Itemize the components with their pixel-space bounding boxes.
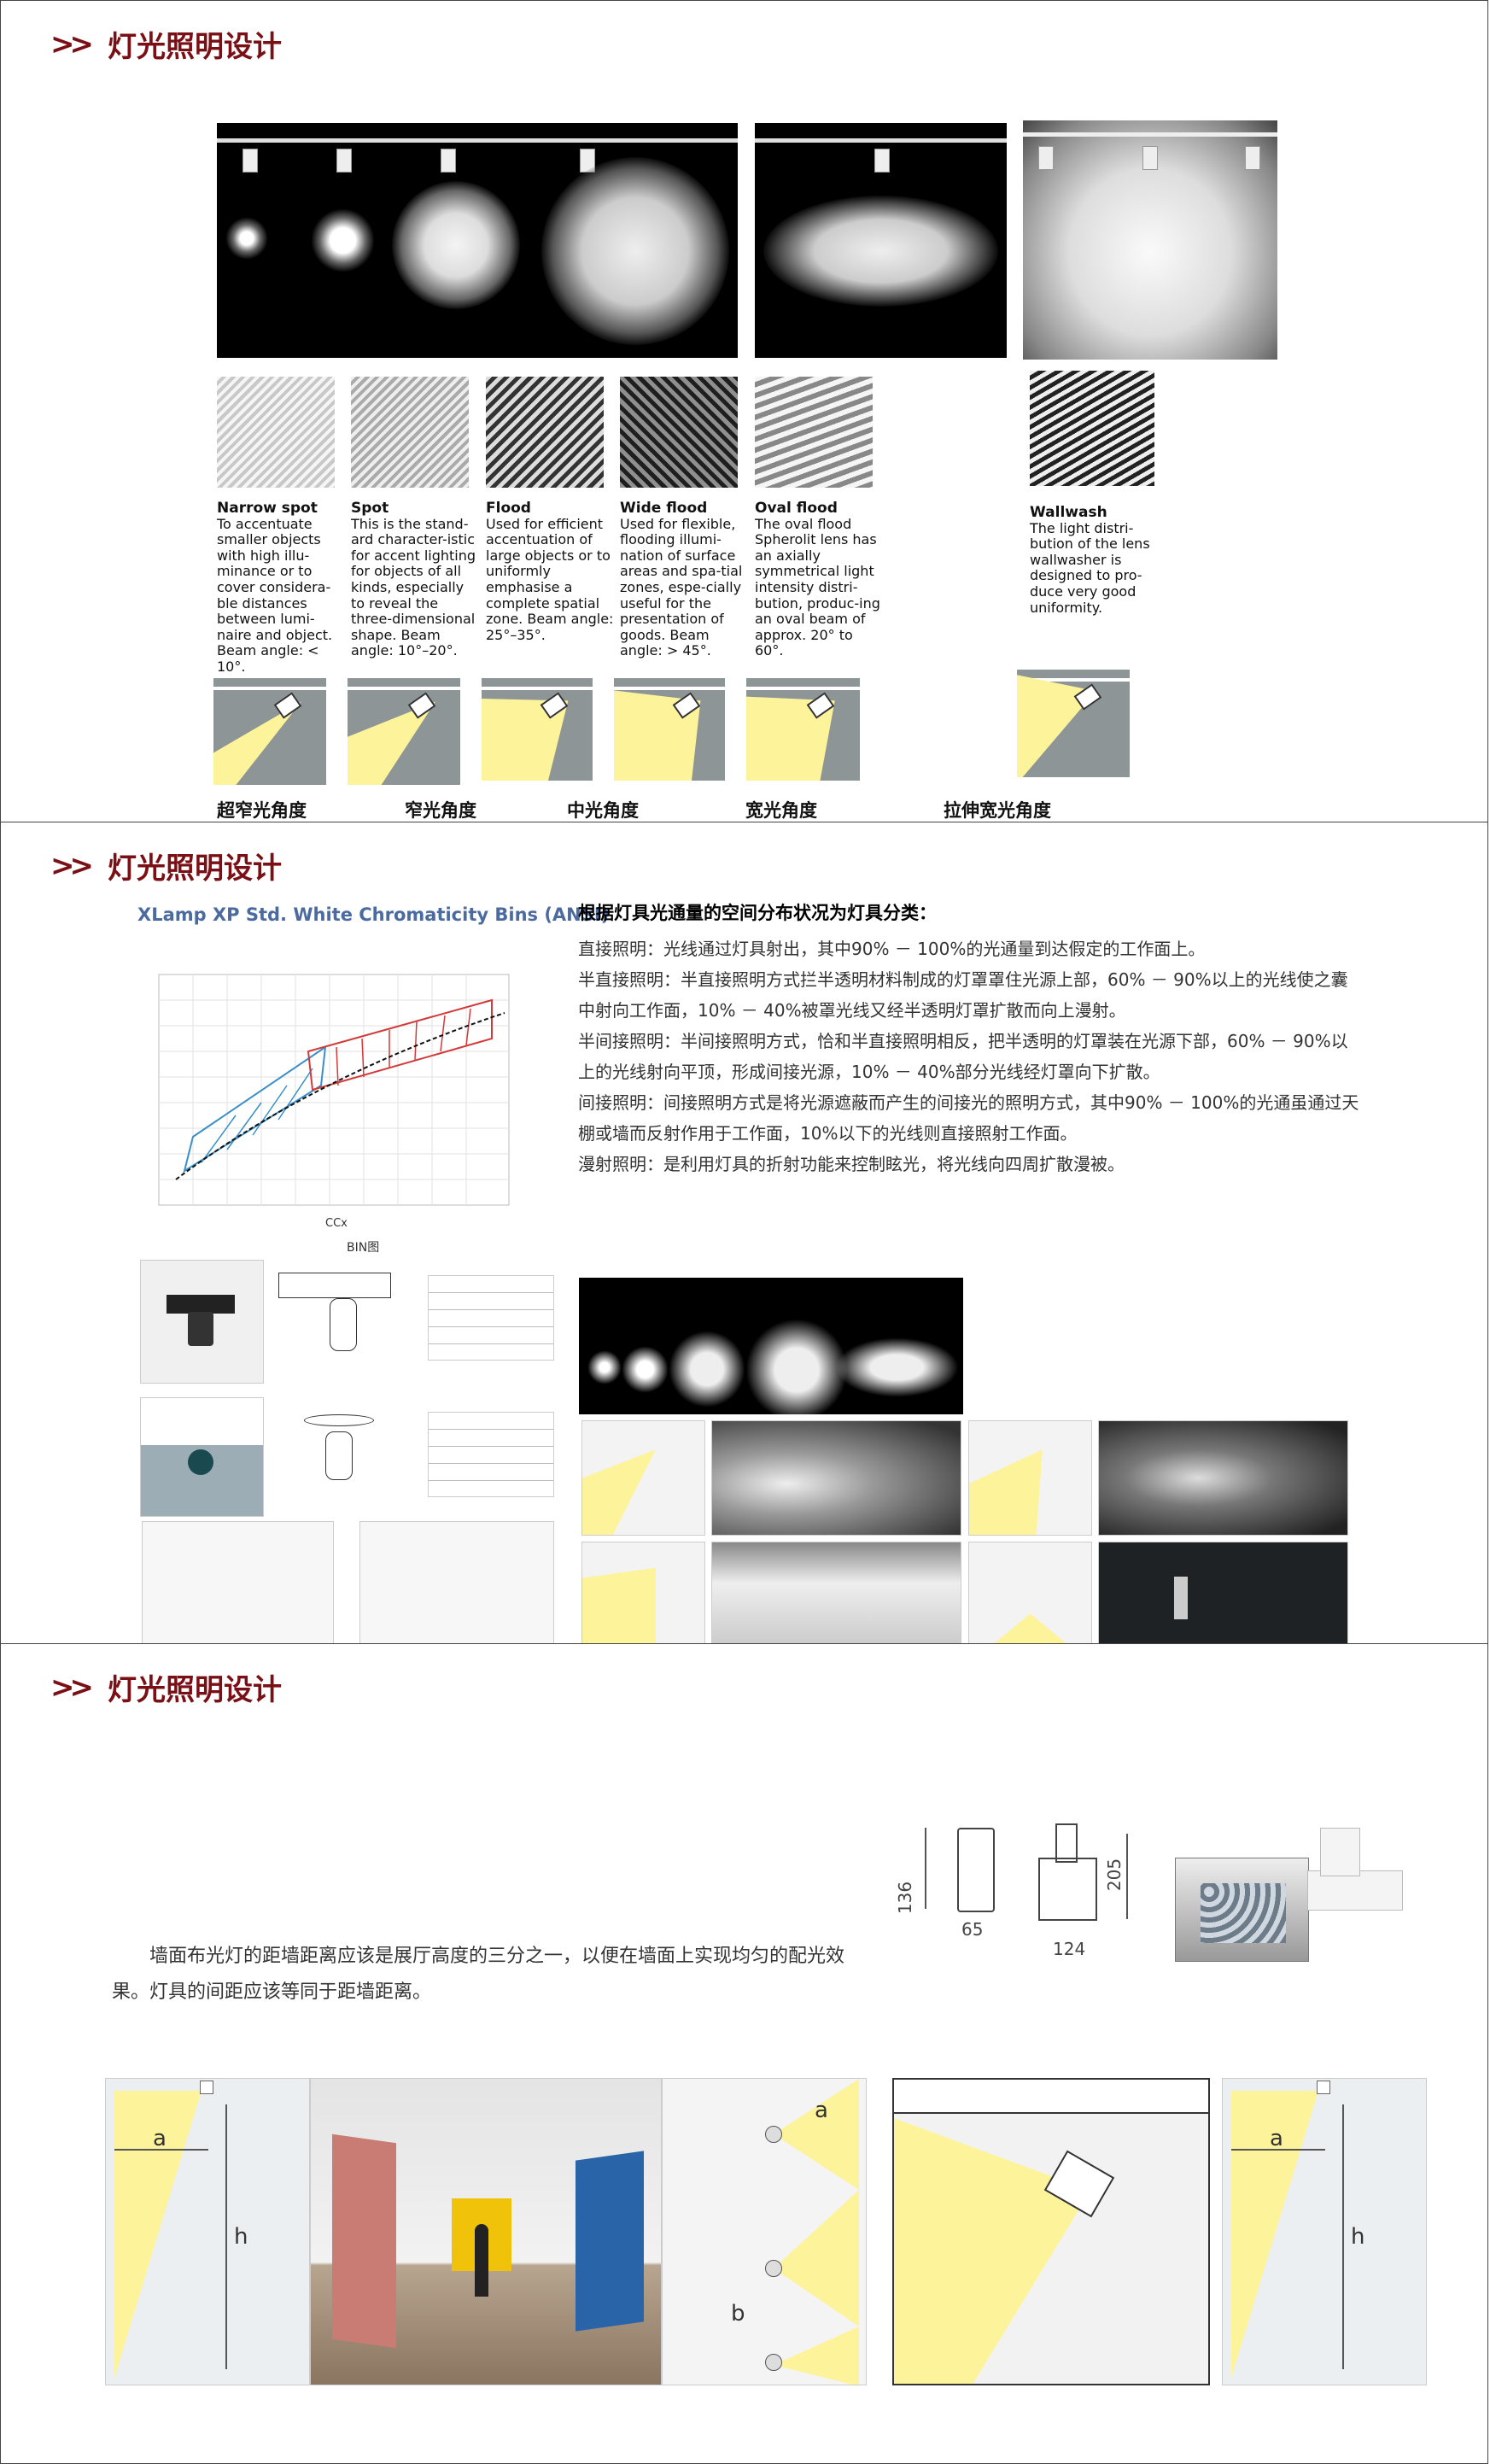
wallwash-guideline-text: 墙面布光灯的距墙距离应该是展厅高度的三分之一，以便在墙面上实现均匀的配光效果。灯…	[112, 1946, 845, 2003]
wall-distance-diagram-2: a h	[1222, 2078, 1427, 2385]
gallery-photo-c	[711, 1542, 961, 1643]
para-semi-direct: 半直接照明：半直接照明方式拦半透明材料制成的灯罩罩住光源上部，60% － 90%…	[578, 969, 1348, 1021]
slide-header: >> 灯光照明设计	[50, 1666, 282, 1708]
slide-title: 灯光照明设计	[107, 852, 282, 886]
beam-strip-photo	[579, 1278, 963, 1421]
caption-medium: 中光角度	[567, 800, 639, 821]
wallwasher-section-diagram	[892, 2078, 1210, 2385]
cone-sketch-1	[142, 1521, 334, 1643]
para-semi-indirect: 半间接照明：半间接照明方式，恰和半直接照明相反，把半透明的灯罩装在光源下部，60…	[578, 1031, 1348, 1082]
chevron-icon: >>	[50, 1670, 94, 1705]
fixture-photo-recessed	[140, 1397, 264, 1517]
gallery-photo-a	[711, 1420, 961, 1536]
lighting-types-text: 根据灯具光通量的空间分布状况为灯具分类： 直接照明：光线通过灯具射出，其中90%…	[578, 898, 1364, 1179]
chromaticity-chart-title: XLamp XP Std. White Chromaticity Bins (A…	[137, 904, 610, 925]
dim-line-136	[925, 1828, 926, 1909]
beam-photo-spot-flood	[217, 123, 738, 358]
caption-stretched-wide: 拉伸宽光角度	[944, 800, 1051, 821]
wall-distance-diagram: a h	[105, 2078, 310, 2385]
chart-xlabel: BIN图	[347, 1241, 380, 1255]
cone-diagram-wide-flood	[614, 678, 725, 781]
chromaticity-bin-chart: CCx	[158, 974, 510, 1230]
slide-lighting-types: >> 灯光照明设计 XLamp XP Std. White Chromatici…	[0, 822, 1488, 1644]
lens-texture-oval	[755, 377, 873, 488]
fixture-spec-table-1	[428, 1275, 554, 1361]
dim-line-205	[1126, 1834, 1128, 1919]
beam-photo-oval	[755, 123, 1007, 358]
spot-diagram-c	[581, 1542, 705, 1643]
beam-photo-wallwash	[1023, 120, 1277, 360]
cone-sketch-2	[359, 1521, 554, 1643]
fixture-spacing-diagram: a b	[662, 2078, 867, 2385]
para-indirect: 间接照明：间接照明方式是将光源遮蔽而产生的间接光的照明方式，其中90% － 10…	[578, 1092, 1359, 1144]
label-b: b	[731, 2301, 745, 2326]
fixture-front-stem	[1055, 1823, 1078, 1863]
svg-text:CCx: CCx	[325, 1217, 348, 1230]
fixture-spec-table-2	[428, 1412, 554, 1497]
lens-texture-flood	[486, 377, 604, 488]
cone-diagram-spot	[348, 678, 460, 785]
spot-diagram-a	[581, 1420, 705, 1536]
fixture-drawing-1	[270, 1260, 424, 1384]
fixture-front-drawing	[1038, 1858, 1097, 1921]
caption-wide: 宽光角度	[745, 800, 817, 821]
para-direct: 直接照明：光线通过灯具射出，其中90% － 100%的光通量到达假定的工作面上。	[578, 939, 1206, 959]
slide-header: >> 灯光照明设计	[50, 23, 282, 65]
label-a: a	[153, 2126, 167, 2151]
cone-diagram-flood	[482, 678, 593, 781]
para-diffuse: 漫射照明：是利用灯具的折射功能来控制眩光，将光线向四周扩散漫被。	[578, 1154, 1125, 1174]
spot-diagram-d	[968, 1542, 1092, 1643]
label-h: h	[234, 2224, 248, 2250]
cone-diagram-narrow	[213, 678, 326, 785]
slide-title: 灯光照明设计	[107, 1673, 282, 1707]
fixture-side-drawing	[957, 1828, 995, 1912]
dim-124: 124	[1053, 1939, 1086, 1959]
gallery-photo-b	[1098, 1420, 1348, 1536]
wallwasher-product-photo	[1175, 1819, 1418, 1964]
cone-diagram-oval	[746, 678, 860, 781]
label-a2: a	[1270, 2126, 1283, 2151]
gallery-photo-d	[1098, 1542, 1348, 1643]
fixture-drawing-2	[270, 1397, 424, 1517]
dim-65: 65	[961, 1919, 984, 1940]
lens-texture-narrow	[217, 377, 335, 488]
lens-texture-spot	[351, 377, 469, 488]
slide-title: 灯光照明设计	[107, 30, 282, 64]
spot-diagram-b	[968, 1420, 1092, 1536]
chevron-icon: >>	[50, 848, 94, 883]
fixture-photo-track	[140, 1260, 264, 1384]
cone-diagram-wallwash	[1017, 670, 1130, 777]
caption-ultra-narrow: 超窄光角度	[217, 800, 307, 821]
lighting-types-heading: 根据灯具光通量的空间分布状况为灯具分类：	[578, 903, 937, 923]
dim-136: 136	[895, 1881, 916, 1915]
chevron-icon: >>	[50, 26, 94, 61]
gallery-room-photo	[310, 2078, 662, 2385]
slide-header: >> 灯光照明设计	[50, 845, 282, 887]
label-a-spacing: a	[815, 2098, 828, 2123]
lens-texture-wide-flood	[620, 377, 738, 488]
caption-narrow: 窄光角度	[405, 800, 476, 821]
lens-texture-wallwash	[1030, 371, 1154, 486]
label-h2: h	[1351, 2224, 1365, 2250]
dim-205: 205	[1104, 1858, 1125, 1892]
slide-wallwash-layout: >> 灯光照明设计 墙面布光灯的距墙距离应该是展厅高度的三分之一，以便在墙面上实…	[0, 1643, 1488, 2464]
